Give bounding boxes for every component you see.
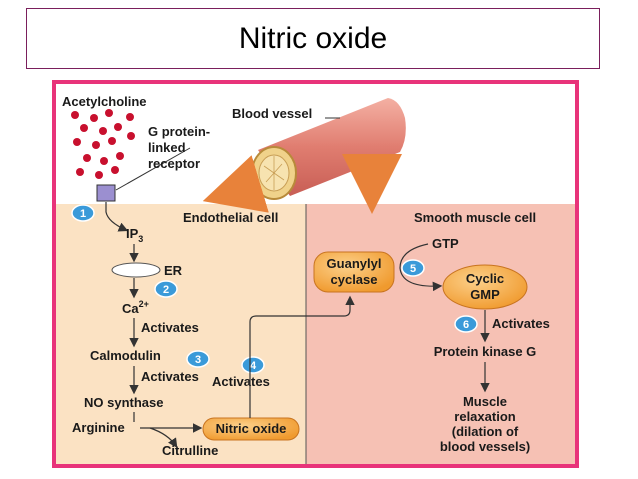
no-synthase-label: NO synthase <box>84 395 163 410</box>
activates-label-2: Activates <box>141 369 199 384</box>
arrow-no-to-guanylyl <box>249 295 355 418</box>
nitric-oxide-label: Nitric oxide <box>216 421 287 436</box>
arrow-gtp-to-cgmp <box>399 243 443 292</box>
receptor-label-1: G protein- <box>148 124 210 139</box>
citrulline-label: Citrulline <box>162 443 218 458</box>
receptor-icon <box>96 184 116 202</box>
guanylyl-cyclase-node <box>313 251 395 293</box>
arrow-receptor-to-ip3 <box>105 202 129 232</box>
svg-text:5: 5 <box>410 263 416 275</box>
svg-text:4: 4 <box>250 360 257 372</box>
cgmp-label-2: GMP <box>470 287 500 302</box>
ip3-label: IP3 <box>126 226 143 244</box>
step-badge-2: 2 <box>154 280 178 298</box>
relaxation-label-2: relaxation <box>454 409 515 424</box>
pkg-label: Protein kinase G <box>434 344 537 359</box>
acetylcholine-molecules <box>71 109 135 179</box>
calmodulin-label: Calmodulin <box>90 348 161 363</box>
step-badge-1: 1 <box>71 204 95 222</box>
step-badge-4: 4 <box>241 356 265 374</box>
activates-label-3: Activates <box>212 374 270 389</box>
nitric-oxide-node <box>202 417 300 441</box>
step-badge-6: 6 <box>454 315 478 333</box>
smooth-muscle-region <box>306 204 575 464</box>
svg-text:1: 1 <box>80 208 86 220</box>
vessel-arrow-left <box>202 155 269 213</box>
arginine-label: Arginine <box>72 420 125 435</box>
endothelial-cell-label: Endothelial cell <box>183 210 278 225</box>
er-organelle <box>111 262 161 278</box>
vessel-arrow-right <box>341 153 402 214</box>
activates-label-4: Activates <box>492 316 550 331</box>
cgmp-label-1: Cyclic <box>466 271 504 286</box>
activates-label-1: Activates <box>141 320 199 335</box>
step-badge-5: 5 <box>401 259 425 277</box>
step-badge-3: 3 <box>186 350 210 368</box>
arrow-arginine-to-citrulline <box>149 427 178 448</box>
svg-text:6: 6 <box>463 319 469 331</box>
guanylyl-label-1: Guanylyl <box>327 256 382 271</box>
slide-title: Nitric oxide <box>238 21 388 55</box>
blood-vessel-label: Blood vessel <box>232 106 312 121</box>
relaxation-label-1: Muscle <box>463 394 507 409</box>
ca-label: Ca2+ <box>122 299 149 316</box>
er-label: ER <box>164 263 183 278</box>
slide-title-box: Nitric oxide <box>26 8 600 69</box>
gtp-label: GTP <box>432 236 459 251</box>
relaxation-label-4: blood vessels) <box>440 439 530 454</box>
relaxation-label-3: (dilation of <box>452 424 519 439</box>
receptor-label-3: receptor <box>148 156 200 171</box>
svg-text:2: 2 <box>163 284 169 296</box>
receptor-pointer-line <box>115 147 191 191</box>
receptor-label-2: linked <box>148 140 186 155</box>
acetylcholine-label: Acetylcholine <box>62 94 147 109</box>
guanylyl-label-2: cyclase <box>331 272 378 287</box>
smooth-muscle-cell-label: Smooth muscle cell <box>414 210 536 225</box>
svg-text:3: 3 <box>195 354 201 366</box>
cgmp-node <box>442 264 528 310</box>
